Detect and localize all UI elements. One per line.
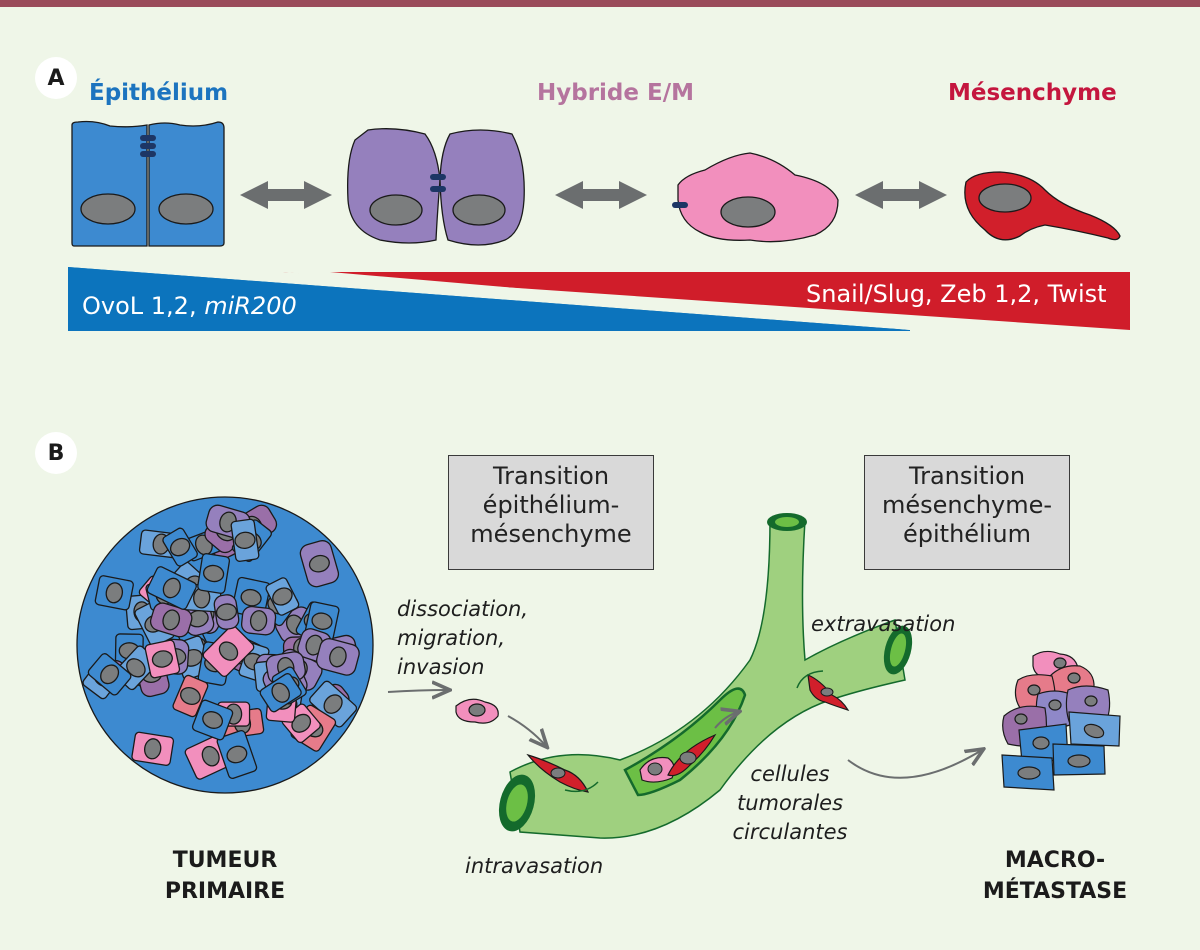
epithelial-factors-label: OvoL 1,2, miR200	[82, 292, 297, 320]
tumor-cell	[213, 594, 240, 630]
panel-b-badge: B	[35, 432, 77, 474]
met-box: Transition mésenchyme- épithélium	[864, 455, 1070, 570]
mesenchymal-cell	[964, 171, 1121, 241]
migrating-cell	[455, 698, 499, 724]
nucleus	[291, 713, 312, 733]
nucleus	[180, 687, 201, 705]
mir200-label: miR200	[204, 292, 297, 320]
nucleus	[234, 531, 256, 549]
nucleus	[201, 745, 220, 767]
bidirectional-arrow-icon	[555, 181, 647, 209]
tumor-cell	[202, 625, 255, 678]
tumor-cell	[191, 699, 234, 741]
met-box-line: épithélium	[903, 520, 1031, 548]
caption-line: PRIMAIRE	[164, 879, 286, 904]
tumor-cell	[216, 729, 258, 780]
tumor-cell	[94, 575, 134, 611]
tumor-cell	[146, 566, 197, 610]
tumor-cell	[299, 540, 340, 588]
emt-box-line: épithélium-	[482, 491, 620, 519]
nucleus	[202, 711, 224, 729]
primary-tumor-caption: TUMEUR PRIMAIRE	[130, 845, 320, 907]
ctc-label: cellules tumorales circulantes	[690, 760, 890, 847]
ctc-line: cellules	[750, 762, 830, 786]
metastasis-caption: MACRO- MÉTASTASE	[960, 845, 1150, 907]
tumor-cell	[281, 703, 321, 744]
nucleus	[100, 664, 120, 685]
nucleus	[249, 610, 268, 632]
nucleus	[226, 745, 248, 764]
hybrid-cell-pair	[347, 128, 525, 246]
met-box-line: Transition	[908, 462, 1026, 490]
tumor-cell	[87, 653, 132, 696]
epithelium-title: Épithélium	[89, 80, 229, 106]
mesenchymal-factors-label: Snail/Slug, Zeb 1,2, Twist	[806, 280, 1107, 308]
nucleus	[215, 603, 238, 621]
migration-arrow	[387, 690, 448, 692]
nucleus	[308, 554, 330, 573]
mesenchyme-title: Mésenchyme	[948, 80, 1117, 106]
dissociation-line: dissociation,	[397, 597, 529, 621]
tumor-cell	[230, 518, 260, 562]
nucleus	[105, 582, 124, 604]
primary-tumor-cluster	[76, 496, 374, 794]
emt-box-line: Transition	[492, 462, 610, 490]
tumor-cell	[149, 602, 193, 638]
caption-line: MÉTASTASE	[982, 879, 1128, 904]
top-accent-bar	[0, 0, 1200, 7]
dissociation-line: invasion	[397, 655, 485, 679]
tumor-cell	[144, 639, 181, 679]
caption-line: MACRO-	[1004, 848, 1106, 873]
emt-box-line: mésenchyme	[470, 520, 632, 548]
epithelial-cell-pair	[71, 120, 225, 247]
nucleus	[80, 193, 136, 225]
tight-junction	[140, 135, 156, 141]
extravasation-label: extravasation	[811, 612, 956, 636]
nucleus	[151, 650, 173, 668]
emt-box: Transition épithélium- mésenchyme	[448, 455, 654, 570]
dissociation-label: dissociation, migration, invasion	[397, 595, 528, 682]
tumor-cell	[265, 577, 300, 616]
tumor-cell	[172, 674, 209, 718]
bidirectional-arrow-icon	[855, 181, 947, 209]
colonization-arrow	[847, 750, 982, 779]
tumor-cell	[240, 605, 277, 636]
nucleus	[311, 612, 333, 630]
tumor-cell	[197, 553, 231, 594]
nucleus	[323, 694, 343, 714]
blood-vessel	[498, 513, 913, 839]
nucleus	[202, 564, 225, 583]
nucleus	[158, 193, 214, 225]
epithelial-factors-plain: OvoL 1,2,	[82, 292, 205, 320]
met-box-line: mésenchyme-	[881, 491, 1053, 519]
nucleus	[162, 577, 181, 599]
nucleus	[169, 537, 191, 557]
macro-metastasis-cluster	[1001, 650, 1121, 791]
nucleus	[143, 738, 162, 760]
nucleus	[329, 646, 347, 668]
panel-a-badge: A	[35, 57, 77, 99]
bidirectional-arrow-icon	[240, 181, 332, 209]
hybrid-title: Hybride E/M	[537, 80, 695, 106]
tumor-cell	[162, 527, 198, 567]
caption-line: TUMEUR	[172, 848, 278, 873]
nucleus	[240, 588, 262, 607]
dissociation-line: migration,	[397, 626, 506, 650]
tumor-cell	[316, 638, 360, 676]
nucleus	[162, 609, 181, 631]
nucleus	[272, 587, 293, 606]
nucleus	[271, 682, 290, 703]
hybrid-single-cell	[672, 152, 839, 243]
tumor-cell	[131, 731, 175, 766]
intravasation-label: intravasation	[465, 854, 604, 878]
ctc-line: circulantes	[732, 820, 848, 844]
ctc-line: tumorales	[736, 791, 844, 815]
tumor-cell	[259, 673, 302, 713]
